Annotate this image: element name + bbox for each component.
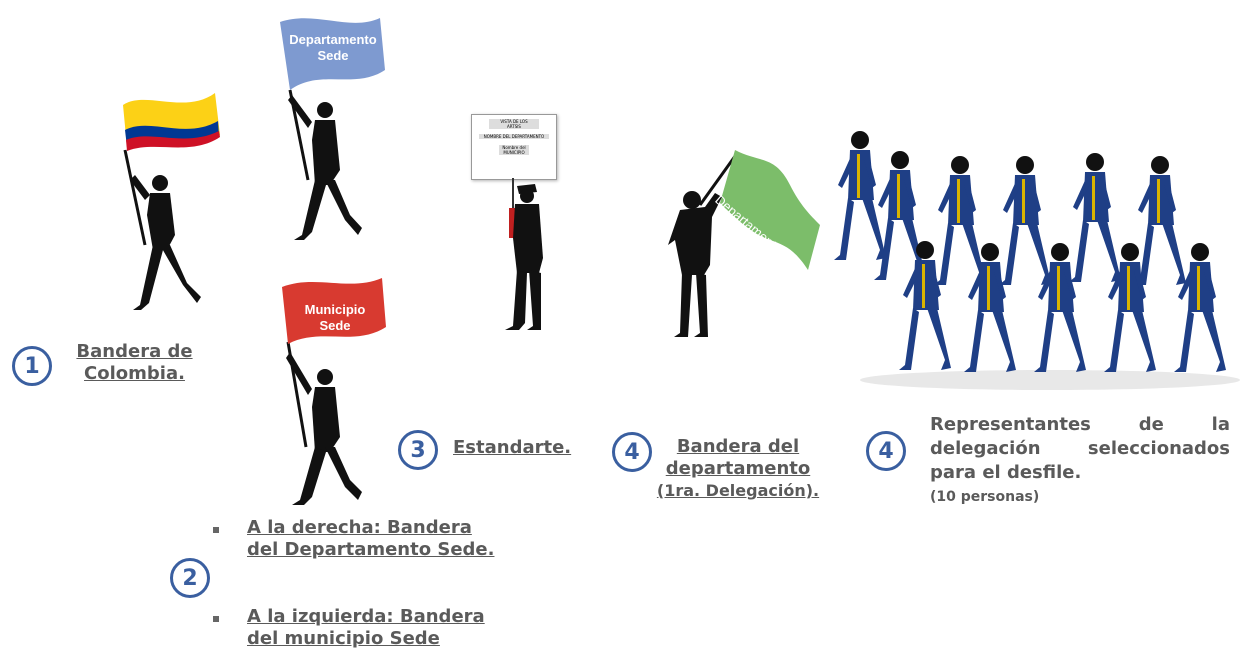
sign-line: NOMBRE DEL DEPARTAMENTO: [479, 134, 549, 139]
departamento-sede-bearer: [280, 18, 385, 240]
colombia-flag-bearer: [123, 93, 220, 310]
label-line: Bandera de: [76, 341, 193, 362]
municipio-sede-bearer: [282, 278, 386, 505]
sign-line: MUNICIPIO: [499, 150, 529, 155]
sign-line: VISTA DE LOS: [489, 119, 539, 124]
step-number-1: 1: [12, 346, 52, 386]
label-line: para el desfile.: [930, 462, 1082, 483]
step-number-4-departamento: 4: [612, 432, 652, 472]
bullet-marker: [213, 527, 219, 533]
estandarte-sign: VISTA DE LOS ARTSIS NOMBRE DEL DEPARTAME…: [471, 114, 557, 180]
flag-text-line: Sede: [317, 48, 349, 63]
sign-line: ARTSIS: [489, 124, 539, 129]
sign-line: Nombre del: [499, 145, 529, 150]
label-line: Colombia.: [84, 363, 185, 384]
delegation-marchers: [834, 131, 1240, 390]
label-line: A la izquierda: Bandera: [247, 606, 485, 627]
izquierda-label: A la izquierda: Bandera del municipio Se…: [247, 606, 485, 650]
step-number-3: 3: [398, 430, 438, 470]
derecha-label: A la derecha: Bandera del Departamento S…: [247, 517, 494, 561]
label-line: Bandera del: [676, 436, 800, 457]
label-line: delegación seleccionados: [930, 438, 1230, 459]
bullet-marker: [213, 616, 219, 622]
estandarte-label: Estandarte.: [453, 437, 572, 458]
label-line: departamento: [665, 458, 811, 479]
flag-text-line: Departamento: [289, 32, 377, 47]
flag-text-line: Sede: [319, 318, 351, 333]
departamento-sede-flag-text: Departamento Sede: [278, 32, 388, 64]
step-number-4-representantes: 4: [866, 431, 906, 471]
estandarte-bearer: [505, 178, 543, 330]
representantes-label: Representantes de la delegación seleccio…: [930, 413, 1230, 509]
departamento-bearer: [668, 150, 820, 337]
label-line: (1ra. Delegación).: [656, 481, 820, 500]
label-line: (10 personas): [930, 489, 1040, 505]
label-line: del municipio Sede: [247, 628, 440, 649]
flag-text-line: Municipio: [304, 302, 366, 317]
departamento-flag-label: Bandera del departamento (1ra. Delegació…: [640, 436, 836, 502]
step-number-2: 2: [170, 558, 210, 598]
municipio-sede-flag-text: Municipio Sede: [285, 302, 385, 334]
label-line: del Departamento Sede.: [247, 539, 495, 560]
label-line: Representantes de la: [930, 414, 1230, 435]
colombia-flag-label: Bandera de Colombia.: [67, 341, 202, 385]
label-line: A la derecha: Bandera: [247, 517, 472, 538]
